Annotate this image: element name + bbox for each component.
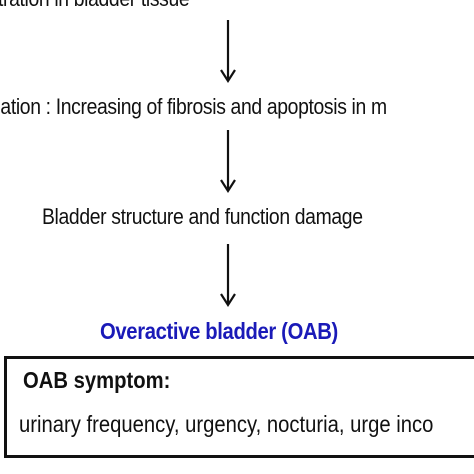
- symptom-title: OAB symptom:: [23, 367, 171, 393]
- down-arrow-icon: [220, 130, 236, 194]
- down-arrow-icon: [220, 244, 236, 308]
- flow-step-damage: Bladder structure and function damage: [42, 204, 363, 229]
- down-arrow-icon: [220, 20, 236, 84]
- flow-step-infiltration: itration in bladder tissue: [0, 0, 190, 12]
- symptom-list: urinary frequency, urgency, nocturia, ur…: [19, 411, 434, 437]
- flow-step-oab: Overactive bladder (OAB): [100, 318, 338, 344]
- symptom-box: OAB symptom: urinary frequency, urgency,…: [4, 356, 474, 458]
- flow-step-inflammation: nation : Increasing of fibrosis and apop…: [0, 94, 387, 119]
